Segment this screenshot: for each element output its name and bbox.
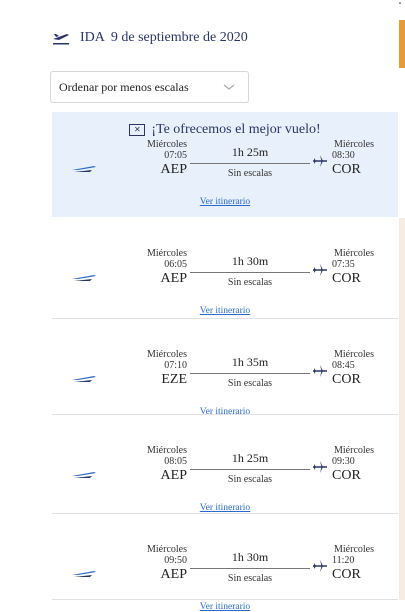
arrival-day: Miércoles <box>334 248 374 259</box>
flight-duration: 1h 25m <box>231 145 269 159</box>
flight-stops: Sin escalas <box>227 378 273 389</box>
plane-icon <box>313 560 327 572</box>
arrival-info: Miércoles 11:20 COR <box>332 544 378 583</box>
flight-card[interactable]: Miércoles 09:50 AEP 1h 30m Sin escalas M… <box>52 514 398 612</box>
flight-stops: Sin escalas <box>227 168 273 179</box>
scrollbar-thumb[interactable] <box>399 20 405 68</box>
plane-icon <box>313 264 327 276</box>
arrival-airport: COR <box>332 162 361 177</box>
scroll-indicator-dot <box>399 2 401 4</box>
departure-day: Miércoles <box>147 445 187 456</box>
flight-date: 9 de septiembre de 2020 <box>110 30 248 45</box>
flight-duration: 1h 25m <box>231 451 269 465</box>
direction-label: IDA <box>80 30 105 45</box>
airline-logo-icon <box>72 472 96 478</box>
arrival-day: Miércoles <box>334 544 374 555</box>
flight-summary: 1h 30m Sin escalas <box>190 254 310 288</box>
plane-icon <box>313 155 327 167</box>
departure-info: Miércoles 09:50 AEP <box>147 544 187 583</box>
flight-duration: 1h 30m <box>231 550 269 564</box>
arrival-day: Miércoles <box>334 139 374 150</box>
arrival-day: Miércoles <box>334 445 374 456</box>
flight-card[interactable]: Miércoles 07:10 EZE 1h 35m Sin escalas M… <box>52 319 398 417</box>
airline-logo-icon <box>72 376 96 382</box>
departure-time: 09:50 <box>164 555 187 566</box>
best-offer-banner: ✕ ¡Te ofrecemos el mejor vuelo! <box>52 122 398 138</box>
flight-duration: 1h 30m <box>231 254 269 268</box>
best-offer-label: ¡Te ofrecemos el mejor vuelo! <box>151 122 321 137</box>
flight-card[interactable]: Miércoles 08:05 AEP 1h 25m Sin escalas M… <box>52 415 398 514</box>
flight-summary: 1h 30m Sin escalas <box>190 550 310 584</box>
arrival-info: Miércoles 07:35 COR <box>332 248 378 287</box>
arrival-airport: COR <box>332 372 361 387</box>
plane-takeoff-icon <box>53 34 69 45</box>
flight-direction-header: IDA 9 de septiembre de 2020 <box>52 30 248 46</box>
airline-logo-icon <box>72 166 96 172</box>
departure-info: Miércoles 08:05 AEP <box>147 445 187 484</box>
flight-stops: Sin escalas <box>227 277 273 288</box>
ticket-icon: ✕ <box>129 124 146 136</box>
departure-time: 07:05 <box>164 150 187 161</box>
arrival-airport: COR <box>332 271 361 286</box>
sort-select[interactable]: Ordenar por menos escalas <box>50 71 249 103</box>
departure-airport: AEP <box>160 468 187 483</box>
flight-summary: 1h 25m Sin escalas <box>190 451 310 485</box>
departure-time: 07:10 <box>164 360 187 371</box>
arrival-time: 11:20 <box>332 555 355 566</box>
departure-airport: AEP <box>160 162 187 177</box>
arrival-time: 07:35 <box>332 259 355 270</box>
flight-summary: 1h 25m Sin escalas <box>190 145 310 179</box>
itinerary-link[interactable]: Ver itinerario <box>199 197 251 207</box>
departure-day: Miércoles <box>147 139 187 150</box>
arrival-info: Miércoles 09:30 COR <box>332 445 378 484</box>
flight-card[interactable]: Miércoles 06:05 AEP 1h 30m Sin escalas M… <box>52 218 398 319</box>
arrival-time: 09:30 <box>332 456 355 467</box>
arrival-info: Miércoles 08:45 COR <box>332 349 378 388</box>
departure-airport: AEP <box>160 271 187 286</box>
route-line <box>190 373 310 374</box>
departure-airport: EZE <box>161 372 187 387</box>
itinerary-link[interactable]: Ver itinerario <box>199 306 251 316</box>
itinerary-link[interactable]: Ver itinerario <box>199 503 251 513</box>
route-line <box>190 568 310 569</box>
itinerary-link[interactable]: Ver itinerario <box>199 602 251 612</box>
departure-day: Miércoles <box>147 248 187 259</box>
flight-summary: 1h 35m Sin escalas <box>190 355 310 389</box>
arrival-airport: COR <box>332 567 361 582</box>
arrival-info: Miércoles 08:30 COR <box>332 139 378 178</box>
plane-icon <box>313 461 327 473</box>
arrival-time: 08:30 <box>332 150 355 161</box>
departure-time: 08:05 <box>164 456 187 467</box>
scrollbar-track[interactable] <box>399 218 405 600</box>
departure-info: Miércoles 07:05 AEP <box>147 139 187 178</box>
airline-logo-icon <box>72 571 96 577</box>
arrival-airport: COR <box>332 468 361 483</box>
departure-time: 06:05 <box>164 259 187 270</box>
itinerary-link[interactable]: Ver itinerario <box>199 407 251 417</box>
route-line <box>190 272 310 273</box>
departure-day: Miércoles <box>147 349 187 360</box>
departure-info: Miércoles 06:05 AEP <box>147 248 187 287</box>
departure-day: Miércoles <box>147 544 187 555</box>
airline-logo-icon <box>72 275 96 281</box>
flight-stops: Sin escalas <box>227 573 273 584</box>
flight-stops: Sin escalas <box>227 474 273 485</box>
arrival-time: 08:45 <box>332 360 355 371</box>
route-line <box>190 163 310 164</box>
plane-icon <box>313 365 327 377</box>
arrival-day: Miércoles <box>334 349 374 360</box>
route-line <box>190 469 310 470</box>
flight-duration: 1h 35m <box>231 355 269 369</box>
sort-selected-value: Ordenar por menos escalas <box>59 79 189 94</box>
chevron-down-icon <box>223 84 235 90</box>
best-flight-card[interactable]: ✕ ¡Te ofrecemos el mejor vuelo! Miércoles… <box>52 112 398 217</box>
departure-airport: AEP <box>160 567 187 582</box>
departure-info: Miércoles 07:10 EZE <box>147 349 187 388</box>
